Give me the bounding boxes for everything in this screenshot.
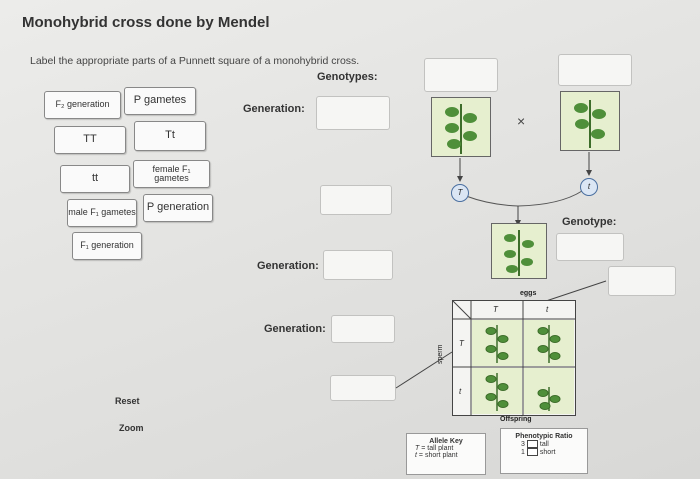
drop-generation-2[interactable] xyxy=(323,250,393,280)
allele-key-row: T = tall plant xyxy=(415,445,454,452)
cross-symbol: × xyxy=(517,113,526,129)
drop-gametes-label[interactable] xyxy=(320,185,392,215)
tall-plant-icon xyxy=(445,104,477,154)
drop-genotype-f1[interactable] xyxy=(556,233,624,261)
egg-allele-t: t xyxy=(546,305,549,314)
f1-plant-icon xyxy=(504,230,534,276)
chip-male-f1-gametes[interactable]: male F₁ gametes xyxy=(67,199,137,227)
page-title: Monohybrid cross done by Mendel xyxy=(22,14,270,31)
egg-allele-T: T xyxy=(493,305,498,314)
allele-key-title: Allele Key xyxy=(429,438,463,445)
punnett-grid xyxy=(452,300,575,415)
punnett-square: T t T t xyxy=(452,300,576,416)
offspring-label: Offspring xyxy=(500,416,532,423)
chip-p-generation[interactable]: P generation xyxy=(143,194,213,222)
allele-key: Allele Key T = tall plant t = short plan… xyxy=(406,433,486,475)
chip-f1-generation[interactable]: F₁ generation xyxy=(72,232,142,260)
chip-p-gametes[interactable]: P gametes xyxy=(124,87,196,115)
phenotypic-ratio-title: Phenotypic Ratio xyxy=(515,433,573,440)
chip-female-f1-gametes[interactable]: female F₁ gametes xyxy=(133,160,210,188)
sperm-allele-T: T xyxy=(459,339,464,348)
gamete-T-circle: T xyxy=(451,184,469,202)
gamete-t-circle: t xyxy=(580,178,598,196)
sperm-allele-t: t xyxy=(459,387,462,396)
short-plant-icon xyxy=(574,100,606,148)
allele-key-row: t = short plant xyxy=(415,452,458,459)
chip-genotype-Tt[interactable]: Tt xyxy=(134,121,206,151)
drop-genotype-right-parent[interactable] xyxy=(558,54,632,86)
chip-f2-generation[interactable]: F₂ generation xyxy=(44,91,121,119)
ratio-blank-box[interactable] xyxy=(526,448,538,456)
reset-button[interactable]: Reset xyxy=(115,396,140,406)
genotypes-label: Genotypes: xyxy=(317,71,378,83)
drop-eggs-label[interactable] xyxy=(608,266,676,296)
generation-label-2: Generation: xyxy=(257,260,319,272)
drop-genotype-left-parent[interactable] xyxy=(424,58,498,92)
generation-label-3: Generation: xyxy=(264,323,326,335)
genotype-label: Genotype: xyxy=(562,216,617,228)
generation-label-1: Generation: xyxy=(243,103,305,115)
drop-generation-3[interactable] xyxy=(331,315,395,343)
instruction-text: Label the appropriate parts of a Punnett… xyxy=(30,55,360,67)
parent-plant-tall xyxy=(431,97,491,157)
chip-genotype-tt[interactable]: tt xyxy=(60,165,130,193)
sperm-label: sperm xyxy=(437,344,444,364)
drop-generation-1[interactable] xyxy=(316,96,390,130)
zoom-button[interactable]: Zoom xyxy=(119,423,144,433)
drop-sperm-label[interactable] xyxy=(330,375,396,401)
eggs-label: eggs xyxy=(520,290,537,297)
f1-plant xyxy=(491,223,547,279)
ratio-blank-box[interactable] xyxy=(526,440,538,448)
chip-genotype-TT[interactable]: TT xyxy=(54,126,126,154)
parent-plant-short xyxy=(560,91,620,151)
